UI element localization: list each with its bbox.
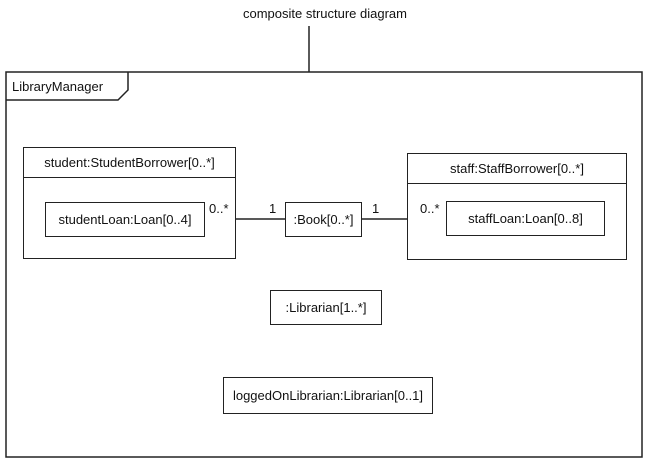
frame-border: [5, 71, 643, 458]
diagram-caption: composite structure diagram: [242, 6, 407, 21]
staff-part-label: staff:StaffBorrower[0..*]: [450, 161, 584, 176]
logged-on-librarian-part: loggedOnLibrarian:Librarian[0..1]: [223, 377, 433, 414]
librarian-part: :Librarian[1..*]: [270, 290, 382, 325]
student-part-label: student:StudentBorrower[0..*]: [44, 155, 215, 170]
frame-name: LibraryManager: [12, 79, 104, 94]
student-loan-part: studentLoan:Loan[0..4]: [45, 202, 205, 237]
multiplicity-staff-loan-end: 0..*: [420, 201, 440, 216]
staff-loan-part: staffLoan:Loan[0..8]: [446, 201, 605, 236]
book-part: :Book[0..*]: [285, 202, 362, 237]
multiplicity-student-loan-end: 0..*: [209, 201, 229, 216]
multiplicity-book-left-end: 1: [269, 201, 277, 216]
multiplicity-book-right-end: 1: [372, 201, 380, 216]
student-part-divider: [24, 177, 235, 178]
staff-part-divider: [408, 183, 626, 184]
frame-name-tab: [6, 72, 129, 101]
